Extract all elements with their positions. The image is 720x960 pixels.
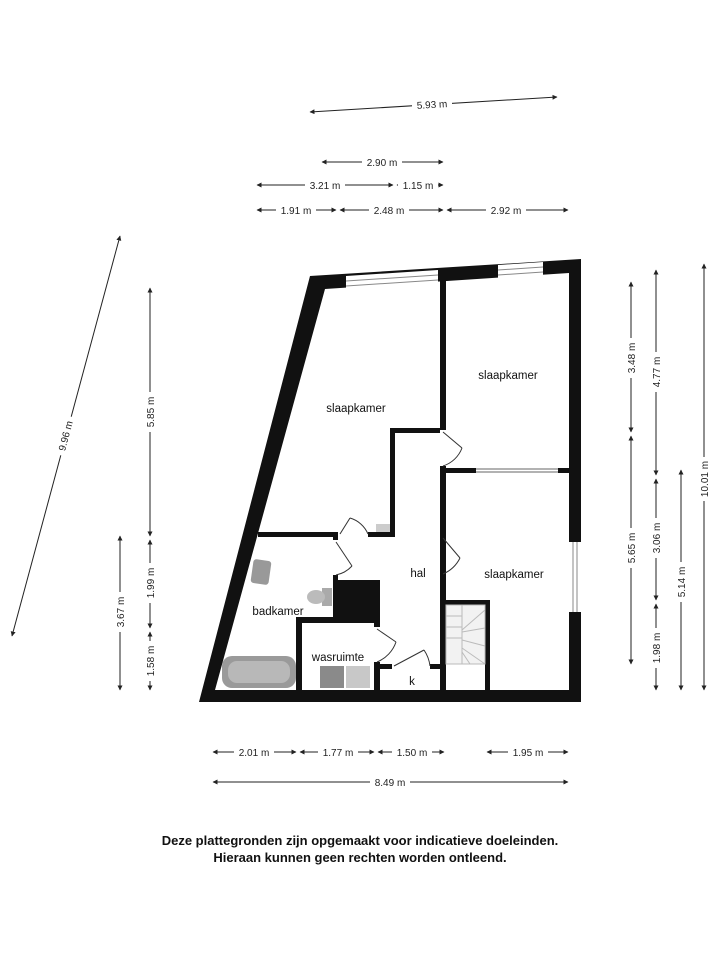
window-right	[568, 542, 582, 612]
dim-right-3-48: 3.48 m	[627, 343, 638, 374]
dim-right-5-65: 5.65 m	[627, 533, 638, 564]
dim-left-1-58: 1.58 m	[146, 646, 157, 677]
dim-right-1-98: 1.98 m	[652, 633, 663, 664]
dim-bottom-2-01: 2.01 m	[239, 748, 270, 759]
dim-right-5-14: 5.14 m	[677, 567, 688, 598]
dim-top-1-91: 1.91 m	[281, 206, 312, 217]
dim-top-3-21: 3.21 m	[310, 181, 341, 192]
dim-top-1-15: 1.15 m	[403, 181, 434, 192]
disclaimer-line-1: Deze plattegronden zijn opgemaakt voor i…	[161, 833, 559, 848]
room-label-hall: hal	[410, 568, 425, 580]
dim-top-2-48: 2.48 m	[374, 206, 405, 217]
dim-bottom-8-49: 8.49 m	[375, 778, 406, 789]
dim-bottom-1-77: 1.77 m	[323, 748, 354, 759]
window-top-left	[345, 270, 439, 291]
dim-left-5-85: 5.85 m	[146, 397, 157, 428]
window-top-right	[497, 262, 544, 280]
dim-top-2-90: 2.90 m	[367, 158, 398, 169]
bathtub	[222, 656, 296, 688]
toilet	[307, 588, 332, 606]
doors	[333, 430, 463, 669]
room-label-bathroom: badkamer	[252, 606, 303, 618]
staircase	[445, 604, 486, 665]
dim-top-overall: 5.93 m	[416, 99, 447, 112]
washing-machine	[320, 666, 370, 688]
bathroom-sink	[250, 559, 272, 585]
dim-left-3-67: 3.67 m	[116, 597, 127, 628]
dim-top-2-92: 2.92 m	[491, 206, 522, 217]
room-label-bedroom-right-top: slaapkamer	[478, 370, 538, 382]
room-label-bedroom-right-bottom: slaapkamer	[484, 569, 544, 581]
room-label-laundry: wasruimte	[311, 652, 364, 664]
hall-fixture	[376, 524, 390, 532]
dim-diagonal-9-96: 9.96 m	[57, 420, 76, 452]
disclaimer-line-2: Hieraan kunnen geen rechten worden ontle…	[213, 850, 507, 865]
sliding-door-right	[476, 467, 558, 474]
dim-right-4-77: 4.77 m	[652, 357, 663, 388]
dim-left-1-99: 1.99 m	[146, 568, 157, 599]
room-label-bedroom-left: slaapkamer	[326, 403, 386, 415]
outer-wall	[199, 259, 581, 702]
dim-bottom-1-95: 1.95 m	[513, 748, 544, 759]
room-label-closet: k	[409, 676, 415, 688]
dimension-label-backgrounds	[110, 97, 714, 789]
dim-bottom-1-50: 1.50 m	[397, 748, 428, 759]
disclaimer: Deze plattegronden zijn opgemaakt voor i…	[0, 832, 720, 866]
interior-walls	[258, 280, 569, 690]
dim-right-10-01: 10.01 m	[700, 461, 711, 497]
dim-right-3-06: 3.06 m	[652, 523, 663, 554]
